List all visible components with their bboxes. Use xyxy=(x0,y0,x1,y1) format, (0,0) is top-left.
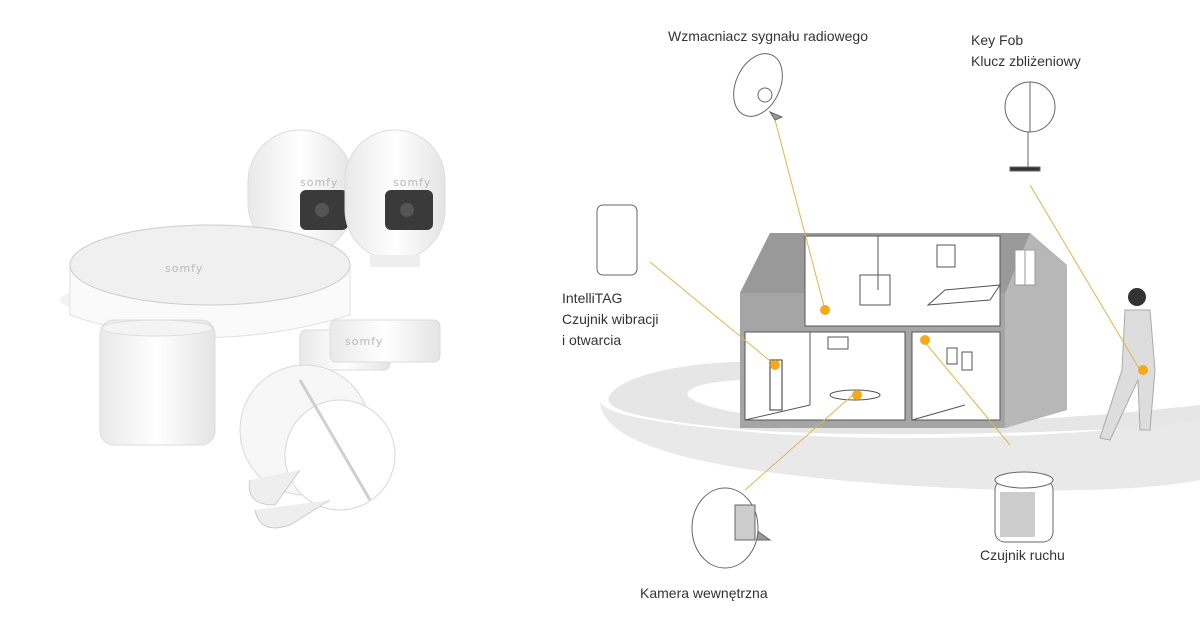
somfy-logo: somfy xyxy=(300,176,338,189)
product-kit: somfy somfy somfy somfy xyxy=(60,129,446,529)
alarm-hub: somfy xyxy=(69,224,351,338)
signal-repeater xyxy=(733,53,784,121)
motion-sensor-device xyxy=(994,471,1054,543)
indoor-camera-1: somfy xyxy=(247,129,354,256)
leader-lines xyxy=(649,119,1141,491)
indoor-camera-2: somfy xyxy=(344,129,446,267)
sensor-location-dots xyxy=(770,305,1148,400)
label-key-fob-pl: Klucz zbliżeniowy xyxy=(971,53,1081,69)
label-intellitag-desc1: Czujnik wibracji xyxy=(562,311,659,327)
svg-text:somfy: somfy xyxy=(345,335,383,348)
key-fobs xyxy=(239,364,396,529)
key-fob-device xyxy=(1004,81,1056,172)
svg-text:somfy: somfy xyxy=(165,262,203,275)
label-intellitag: IntelliTAG xyxy=(562,290,623,306)
house-diagram xyxy=(596,53,1200,569)
intellitag-device xyxy=(596,204,638,276)
svg-text:somfy: somfy xyxy=(393,176,431,189)
motion-sensor xyxy=(99,319,216,446)
label-indoor-camera: Kamera wewnętrzna xyxy=(640,585,768,601)
indoor-camera-device xyxy=(691,487,772,569)
label-motion-sensor: Czujnik ruchu xyxy=(980,547,1065,563)
person-figure xyxy=(1099,288,1156,441)
label-key-fob: Key Fob xyxy=(971,32,1024,48)
intellitag-sensors: somfy xyxy=(299,319,441,371)
label-signal-repeater: Wzmacniacz sygnału radiowego xyxy=(668,28,868,44)
label-intellitag-desc2: i otwarcia xyxy=(562,332,622,348)
